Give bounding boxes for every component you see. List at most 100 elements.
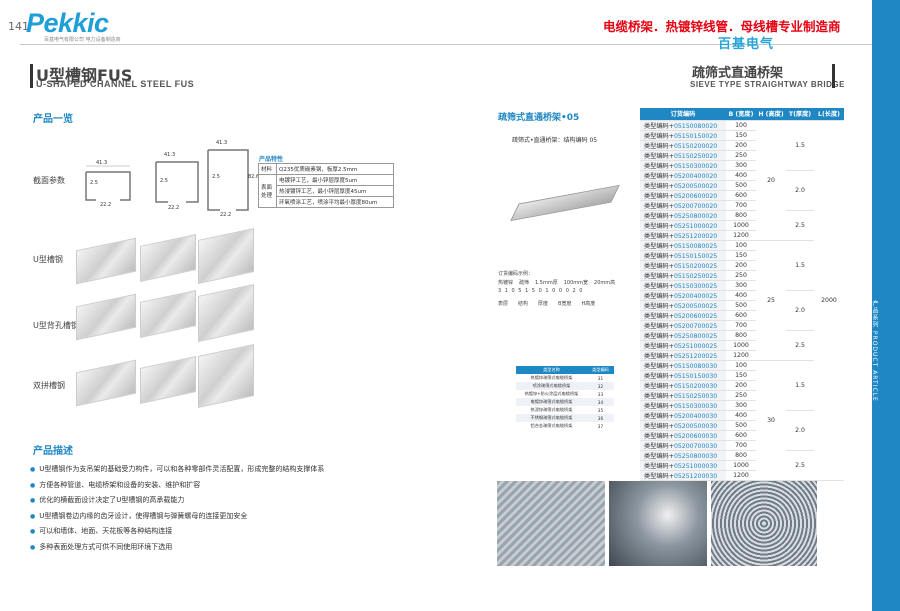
width-cell: 800 [726, 450, 756, 462]
width-cell: 600 [726, 190, 756, 201]
order-code-value: 05200400020 [673, 172, 718, 180]
order-code-value: 05200500025 [673, 302, 718, 310]
code-sample: 3 1 0 5 1 5 0 1 0 0 0 2 0 [498, 288, 584, 294]
order-code-cell: 类型编码+05251000030 [640, 460, 726, 472]
order-code-prefix: 类型编码+ [644, 162, 674, 170]
order-code-prefix: 类型编码+ [644, 362, 674, 370]
order-code-value: 05251200030 [673, 473, 718, 481]
u-channel-photo-3 [198, 228, 254, 284]
order-code-cell: 类型编码+05150150030 [640, 370, 726, 381]
slotted-channel-photo-3 [198, 284, 254, 342]
order-code-value: 05150080025 [673, 242, 718, 250]
code-label: 结构 [518, 301, 529, 307]
order-code-value: 05150250020 [673, 152, 718, 160]
order-code-prefix: 类型编码+ [644, 252, 674, 260]
width-cell: 250 [726, 150, 756, 161]
installation-photo-1 [497, 481, 605, 566]
description-heading: 产品描述 [33, 446, 73, 457]
order-code-value: 05150300025 [673, 282, 718, 290]
col-header-width: B (宽度) [726, 108, 756, 121]
order-code-cell: 类型编码+05200600020 [640, 190, 726, 201]
code-label: H高度 [581, 301, 596, 307]
order-code-prefix: 类型编码+ [644, 402, 674, 410]
order-code-cell: 类型编码+05251000020 [640, 220, 726, 231]
width-cell: 300 [726, 400, 756, 411]
feature-value: 环氧喷涂工艺，喷涂平均最小厚度80um [276, 196, 394, 208]
side-tab-label: 产品系列 PRODUCT ARTICLE [871, 300, 878, 402]
height-cell: 30 [756, 360, 786, 482]
thickness-cell: 2.0 [786, 290, 814, 331]
order-code-cell: 类型编码+05200500025 [640, 300, 726, 311]
width-cell: 600 [726, 310, 756, 321]
dim-width-1: 41.3 [96, 160, 108, 166]
order-code-prefix: 类型编码+ [644, 412, 674, 420]
order-code-value: 05250800020 [673, 212, 718, 220]
order-code-diagram: 订货编码示例： 热镀锌 疏筛 1.5mm厚 100mm宽 20mm高 3 1 0… [498, 270, 638, 307]
order-code-prefix: 类型编码+ [644, 382, 674, 390]
type-name-cell: 铝合金疏筛式电缆桥架 [530, 423, 573, 428]
order-code-prefix: 类型编码+ [644, 222, 674, 230]
installation-photo-3 [711, 481, 817, 566]
slotted-channel-photo-1 [76, 293, 136, 341]
order-code-cell: 类型编码+05250800025 [640, 330, 726, 341]
thickness-cell: 1.5 [786, 120, 814, 171]
profile-diagram-3: 41.3 2.5 82.6 22.2 [200, 140, 259, 222]
order-code-cell: 类型编码+05150200020 [640, 140, 726, 151]
order-code-prefix: 类型编码+ [644, 392, 674, 400]
thickness-cell: 2.0 [786, 410, 814, 452]
width-cell: 1000 [726, 220, 756, 231]
order-code-prefix: 类型编码+ [644, 372, 674, 380]
order-code-value: 05251000025 [673, 342, 718, 350]
order-code-prefix: 类型编码+ [644, 262, 674, 270]
order-code-prefix: 类型编码+ [644, 172, 674, 180]
order-code-value: 05150150020 [673, 132, 718, 140]
order-code-prefix: 类型编码+ [644, 302, 674, 310]
width-cell: 300 [726, 280, 756, 291]
order-code-value: 05150300030 [673, 402, 718, 410]
order-code-prefix: 类型编码+ [644, 212, 674, 220]
order-code-cell: 类型编码+05251000025 [640, 340, 726, 351]
feature-value: Q235优质碳素钢，板厚2.5mm [276, 163, 394, 175]
profile-diagram-1: 41.3 2.5 22.2 [80, 160, 136, 212]
thickness-cell: 2.5 [786, 450, 814, 482]
width-cell: 600 [726, 430, 756, 442]
order-code-cell: 类型编码+05250800030 [640, 450, 726, 462]
type-code-cell: 33 [597, 391, 604, 397]
width-cell: 400 [726, 170, 756, 181]
width-cell: 700 [726, 320, 756, 331]
brand-logo: Pekkic [26, 8, 109, 38]
order-code-cell: 类型编码+05150080030 [640, 360, 726, 371]
profile-diagram-2: 41.3 2.5 22.2 [150, 152, 204, 216]
order-code-prefix: 类型编码+ [644, 192, 674, 200]
description-item: U型槽钢卷边内缘的齿牙设计，使得槽钢与弹簧螺母的连接更加安全 [30, 509, 430, 525]
feature-key: 表面处理 [258, 174, 277, 208]
dim-base-2: 22.2 [168, 205, 180, 211]
width-cell: 1200 [726, 350, 756, 361]
width-cell: 250 [726, 270, 756, 281]
order-code-prefix: 类型编码+ [644, 182, 674, 190]
header-slogan: 电缆桥架．热镀锌线管．母线槽专业制造商 [603, 19, 841, 34]
right-side-bar [872, 0, 900, 611]
description-item: 优化的横截面设计决定了U型槽钢的高承载能力 [30, 493, 430, 509]
cable-tray-image [510, 184, 620, 222]
order-code-cell: 类型编码+05150250020 [640, 150, 726, 161]
